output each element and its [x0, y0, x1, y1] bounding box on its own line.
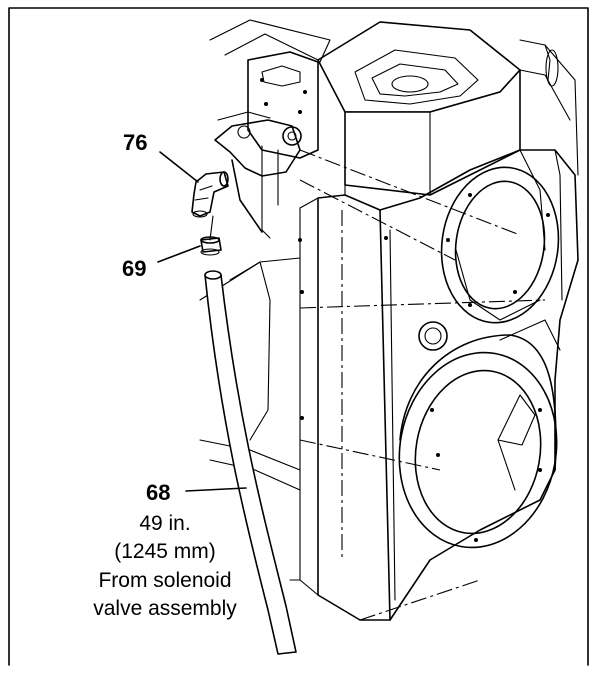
main-housing-body — [199, 149, 579, 621]
elbow-fitting — [191, 171, 229, 218]
figure-frame — [8, 7, 589, 666]
note-length-in: 49 in. — [139, 512, 190, 535]
note-source: From solenoid — [98, 569, 231, 592]
upper-bore — [440, 166, 560, 324]
hose-clamp — [200, 236, 222, 256]
note-length-mm: (1245 mm) — [114, 540, 216, 563]
housing-top-box — [209, 19, 579, 196]
alignment-centerlines — [299, 149, 546, 621]
mounting-bracket — [214, 51, 319, 239]
leader-69 — [157, 245, 201, 263]
leader-68 — [185, 487, 247, 492]
callout-69: 69 — [122, 256, 146, 281]
leader-76 — [159, 151, 199, 183]
hose-length-note: 49 in. (1245 mm) From solenoid valve ass… — [93, 512, 237, 620]
callout-76: 76 — [123, 130, 147, 155]
hose — [204, 215, 297, 655]
small-port — [418, 321, 448, 351]
lower-bore — [398, 319, 561, 549]
callout-68: 68 — [146, 480, 170, 505]
note-source-assembly: valve assembly — [93, 597, 237, 620]
